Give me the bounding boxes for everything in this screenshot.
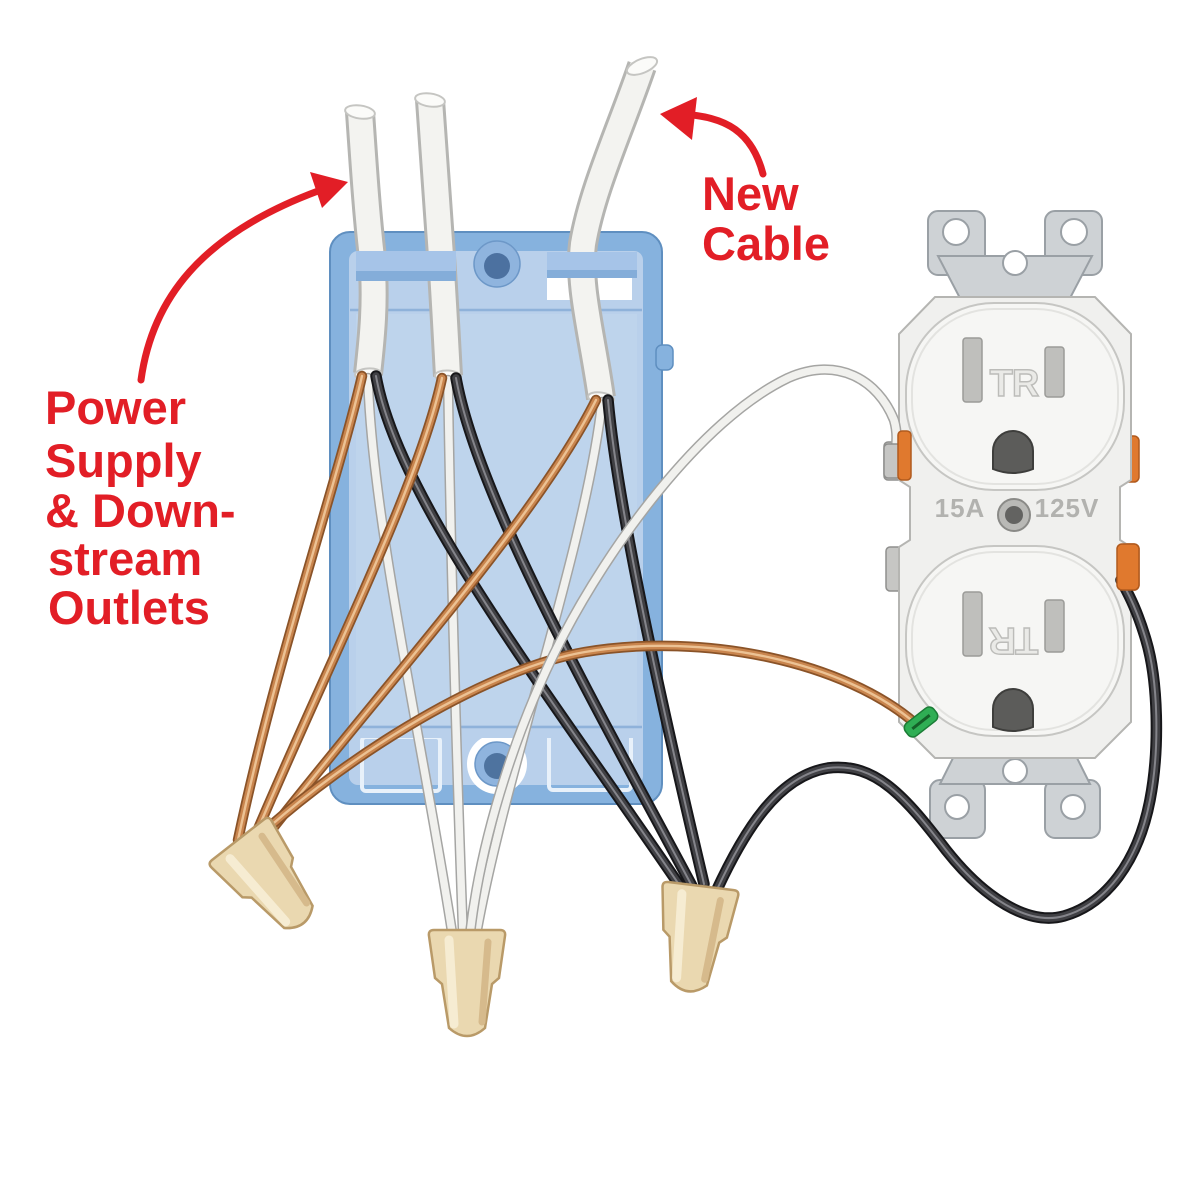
receptacle: TR 15A 125V TR: [883, 210, 1140, 839]
mounting-strap-top: [927, 210, 1103, 303]
hot-slot: [1044, 346, 1065, 398]
new-cable: [566, 56, 659, 401]
neutral-pigtail: [464, 364, 902, 940]
ground-screw: [903, 706, 939, 738]
strap-center-hole: [1002, 250, 1028, 276]
ground-wires: [232, 370, 602, 854]
new-cable-arrow: [660, 97, 767, 178]
tr-marking-top: TR: [990, 363, 1039, 405]
wire-nut-ground: [208, 816, 314, 930]
power-supply-line-5: Outlets: [48, 581, 210, 634]
ground-slot: [992, 430, 1034, 474]
hot-wires: [370, 370, 710, 894]
neutral-wires: [362, 372, 608, 940]
clamp-right-edge: [547, 270, 637, 278]
cable-cut-end: [344, 104, 376, 120]
new-cable-line-2: Cable: [702, 217, 830, 270]
clamp-right: [547, 252, 637, 274]
new-cable-label: New Cable: [702, 167, 830, 270]
wire-nut-neutral: [427, 928, 507, 1038]
hot-pigtail: [708, 574, 1163, 924]
neutral-terminal-band: [897, 430, 912, 481]
ground-pigtail: [234, 640, 922, 860]
cable-cut-end: [414, 92, 446, 108]
center-screw-slot: [1005, 506, 1023, 524]
volt-rating: 125V: [1035, 493, 1100, 523]
cable-cut-end: [625, 56, 659, 76]
new-cable-line-1: New: [702, 167, 799, 220]
wire-nuts: [208, 816, 740, 1038]
power-supply-arrow: [137, 172, 348, 384]
face-bevel: [911, 308, 1119, 485]
strap-screw-hole: [1060, 794, 1086, 820]
neutral-slot: [962, 337, 983, 403]
ground-screw-slot: [911, 714, 931, 730]
face: [905, 545, 1125, 737]
annotations: Power Supply & Down- stream Outlets New …: [45, 97, 830, 634]
box-top-screw-hole: [484, 253, 510, 279]
wire-nut-hot: [661, 880, 740, 993]
ground-slot: [992, 688, 1034, 732]
tr-marking-bottom: TR: [989, 619, 1038, 661]
power-supply-label: Power Supply & Down- stream Outlets: [45, 381, 236, 634]
strap-screw-hole: [944, 794, 970, 820]
amp-rating: 15A: [935, 493, 986, 523]
arrowhead: [660, 97, 697, 140]
receptacle-middle-band: 15A 125V: [935, 493, 1100, 532]
power-supply-line-3: & Down-: [45, 484, 236, 537]
strap-screw-hole: [942, 218, 970, 246]
power-supply-line-4: stream: [48, 532, 202, 585]
lower-receptacle-face: TR: [905, 545, 1125, 737]
face: [905, 302, 1125, 491]
power-supply-line-1: Power: [45, 381, 186, 434]
hot-slot: [1044, 599, 1065, 653]
strap-center-hole: [1002, 758, 1028, 784]
power-supply-line-2: Supply: [45, 434, 202, 487]
arrow-curve: [137, 187, 322, 384]
hot-terminal-screw-lower-front: [1116, 543, 1140, 591]
strap-screw-hole: [1060, 218, 1088, 246]
clamp-left-edge: [356, 271, 456, 281]
arrowhead: [310, 172, 348, 208]
box-side-tab: [655, 344, 674, 371]
box-cable-clamps: [356, 240, 637, 288]
upper-receptacle-face: TR: [905, 302, 1125, 491]
neutral-terminal-upper: [883, 430, 912, 481]
neutral-slot: [962, 591, 983, 657]
clamp-left: [356, 251, 456, 273]
